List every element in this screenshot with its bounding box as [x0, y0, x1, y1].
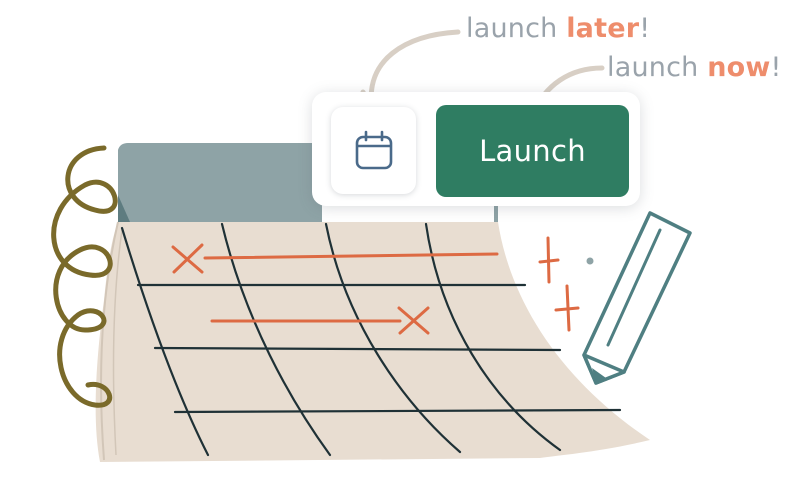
caption-later-suffix: ! [639, 13, 651, 44]
launch-now-caption: launch now! [607, 52, 782, 83]
launch-later-caption: launch later! [466, 13, 650, 44]
calendar-icon [355, 130, 392, 169]
launch-toolbar: Launch [312, 92, 640, 206]
launch-button[interactable]: Launch [436, 105, 629, 197]
caption-now-prefix: launch [607, 52, 708, 83]
calendar-page-fold [99, 221, 119, 461]
caption-later-emphasis: later [566, 13, 640, 44]
calendar-binding [118, 143, 498, 222]
calendar-binding-shadow [118, 195, 130, 222]
schedule-button[interactable] [331, 107, 416, 194]
pencil-icon [582, 211, 692, 385]
caption-later-prefix: launch [466, 13, 567, 44]
sparkle-icon [538, 236, 580, 332]
calendar-spiral-string [51, 145, 118, 408]
calendar-grid [120, 222, 622, 457]
caption-now-suffix: ! [770, 52, 782, 83]
cross-mark-icon [171, 243, 499, 335]
calendar-page [95, 222, 650, 462]
calendar-page-edge [112, 229, 123, 456]
caption-now-emphasis: now [707, 52, 771, 83]
sparkle-dot [586, 257, 594, 265]
